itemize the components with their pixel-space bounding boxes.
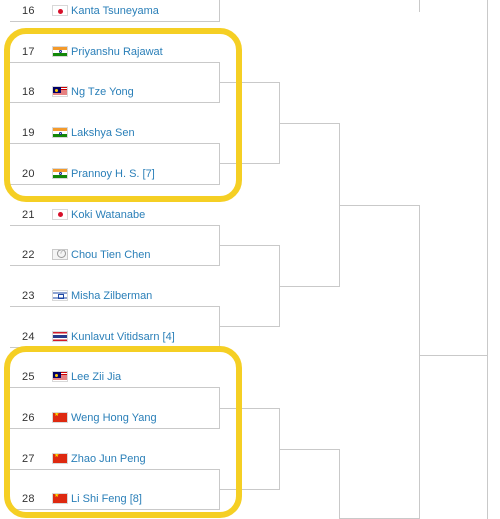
player-name-link[interactable]: Kunlavut Vitidsarn [4] bbox=[71, 330, 175, 343]
player-seed: 25 bbox=[22, 371, 35, 384]
player-name-link[interactable]: Koki Watanabe bbox=[71, 208, 146, 221]
player-name-link[interactable]: Li Shi Feng [8] bbox=[71, 493, 142, 506]
bracket-connector bbox=[219, 82, 279, 83]
player-seed: 24 bbox=[22, 330, 35, 343]
player-name-link[interactable]: Weng Hong Yang bbox=[71, 412, 157, 424]
bracket-connector bbox=[419, 205, 420, 519]
highlight-box-lower-group bbox=[4, 346, 242, 518]
india-flag-icon bbox=[52, 45, 68, 57]
player-entry-line bbox=[10, 305, 220, 307]
player-name-link[interactable]: Prannoy H. S. [7] bbox=[71, 167, 155, 180]
bracket-connector bbox=[419, 0, 420, 12]
bracket-connector bbox=[219, 489, 279, 490]
player-name-link[interactable]: Lakshya Sen bbox=[71, 127, 135, 140]
player-name-link[interactable]: Kanta Tsuneyama bbox=[71, 5, 159, 17]
bracket-connector bbox=[339, 205, 419, 206]
player-entry-line bbox=[10, 21, 220, 22]
bracket-connector bbox=[419, 355, 487, 356]
bracket-connector bbox=[219, 163, 279, 164]
player-seed: 19 bbox=[22, 127, 35, 140]
player-seed: 23 bbox=[22, 289, 35, 302]
player-entry-line bbox=[10, 61, 220, 63]
player-entry-line bbox=[10, 468, 220, 470]
player-entry-line bbox=[10, 428, 220, 429]
malaysia-flag-icon bbox=[52, 86, 68, 98]
player-seed: 22 bbox=[22, 249, 35, 262]
bracket-connector bbox=[219, 326, 279, 327]
china-flag-icon bbox=[52, 493, 68, 505]
player-seed: 16 bbox=[22, 5, 35, 17]
thailand-flag-icon bbox=[52, 330, 68, 342]
player-name-link[interactable]: Chou Tien Chen bbox=[71, 249, 151, 262]
bracket-connector bbox=[219, 0, 220, 22]
player-seed: 21 bbox=[22, 208, 35, 221]
india-flag-icon bbox=[52, 127, 68, 139]
player-entry-line bbox=[10, 265, 220, 267]
bracket-connector bbox=[279, 449, 339, 450]
player-name-link[interactable]: Misha Zilberman bbox=[71, 289, 153, 302]
player-entry-line bbox=[10, 102, 220, 104]
player-seed: 18 bbox=[22, 86, 35, 99]
player-entry-line bbox=[10, 346, 220, 348]
player-entry-line bbox=[10, 143, 220, 145]
player-seed: 17 bbox=[22, 45, 35, 58]
bracket-connector bbox=[219, 245, 279, 246]
player-seed: 27 bbox=[22, 452, 35, 465]
bracket-connector bbox=[219, 408, 279, 409]
player-name-link[interactable]: Lee Zii Jia bbox=[71, 371, 122, 384]
player-entry-line bbox=[10, 509, 220, 511]
player-name-link[interactable]: Priyanshu Rajawat bbox=[71, 45, 163, 58]
bracket-connector bbox=[279, 123, 339, 124]
player-seed: 28 bbox=[22, 493, 35, 506]
bracket-connector bbox=[487, 0, 488, 519]
china-flag-icon bbox=[52, 452, 68, 464]
india-flag-icon bbox=[52, 167, 68, 179]
bracket-connector bbox=[339, 449, 340, 519]
israel-flag-icon bbox=[52, 289, 68, 301]
japan-flag-icon bbox=[52, 208, 68, 220]
player-name-link[interactable]: Ng Tze Yong bbox=[71, 86, 134, 99]
player-seed: 26 bbox=[22, 412, 35, 424]
china-flag-icon bbox=[52, 412, 68, 423]
malaysia-flag-icon bbox=[52, 371, 68, 383]
player-seed: 20 bbox=[22, 167, 35, 180]
player-name-link[interactable]: Zhao Jun Peng bbox=[71, 452, 146, 465]
bracket-connector bbox=[279, 286, 339, 287]
player-entry-line bbox=[10, 387, 220, 389]
player-entry-line bbox=[10, 224, 220, 226]
chinese-taipei-flag-icon bbox=[52, 249, 68, 261]
player-entry-line bbox=[10, 183, 220, 185]
japan-flag-icon bbox=[52, 5, 68, 16]
